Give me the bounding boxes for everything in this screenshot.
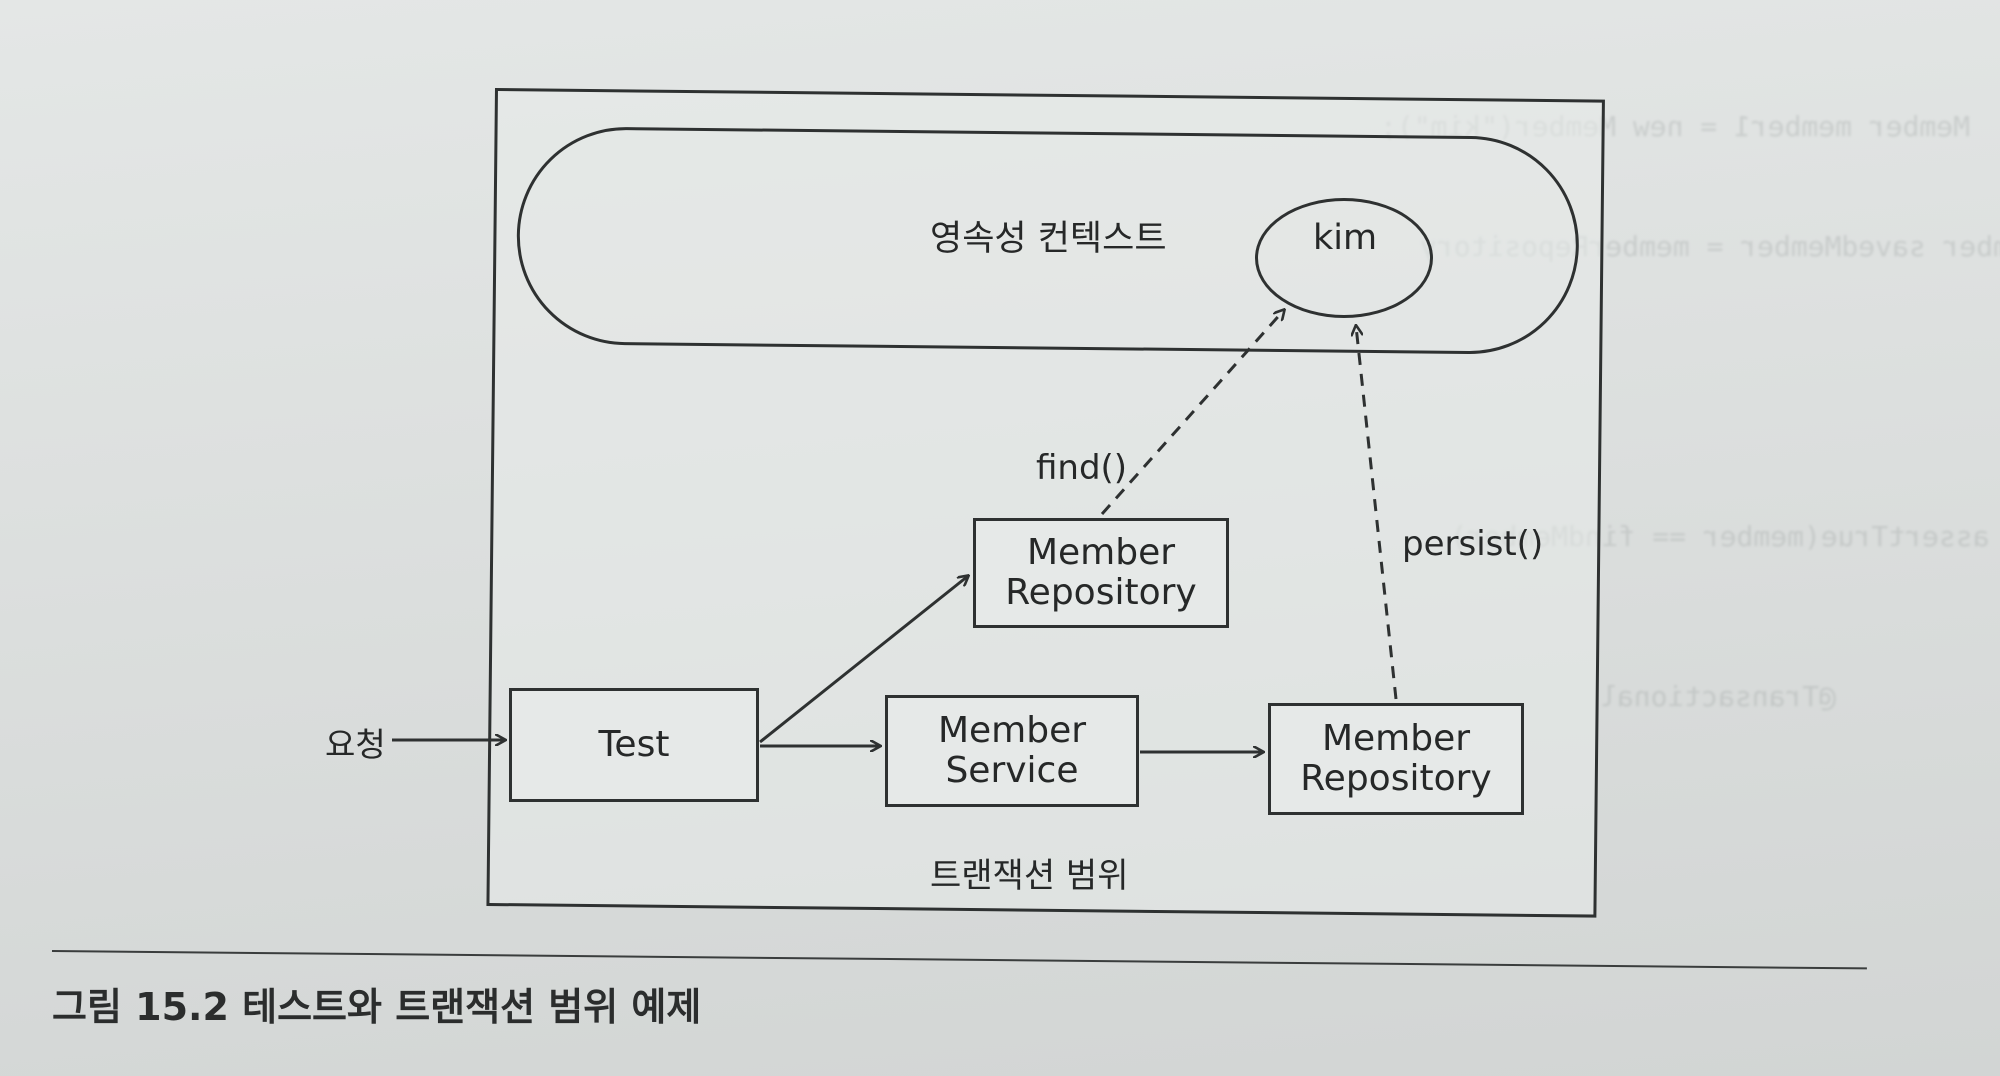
member-repository-box-top: Member Repository: [973, 518, 1229, 628]
entity-kim-label: kim: [1313, 218, 1378, 258]
member-repository-box-right: Member Repository: [1268, 703, 1524, 815]
transaction-scope-label: 트랜잭션 범위: [930, 856, 1129, 896]
member-service-box: Member Service: [885, 695, 1139, 807]
caption-rule: [51, 950, 1867, 970]
figure-caption: 그림 15.2 테스트와 트랜잭션 범위 예제: [52, 985, 702, 1029]
entity-kim-circle: [1255, 198, 1433, 318]
test-box: Test: [509, 688, 759, 802]
persist-call-label: persist(): [1402, 524, 1544, 564]
persistence-context-label: 영속성 컨텍스트: [930, 219, 1167, 259]
request-label: 요청: [325, 725, 386, 764]
find-call-label: find(): [1036, 448, 1128, 488]
bleed-through-text: @Transactional: [1600, 680, 1837, 713]
